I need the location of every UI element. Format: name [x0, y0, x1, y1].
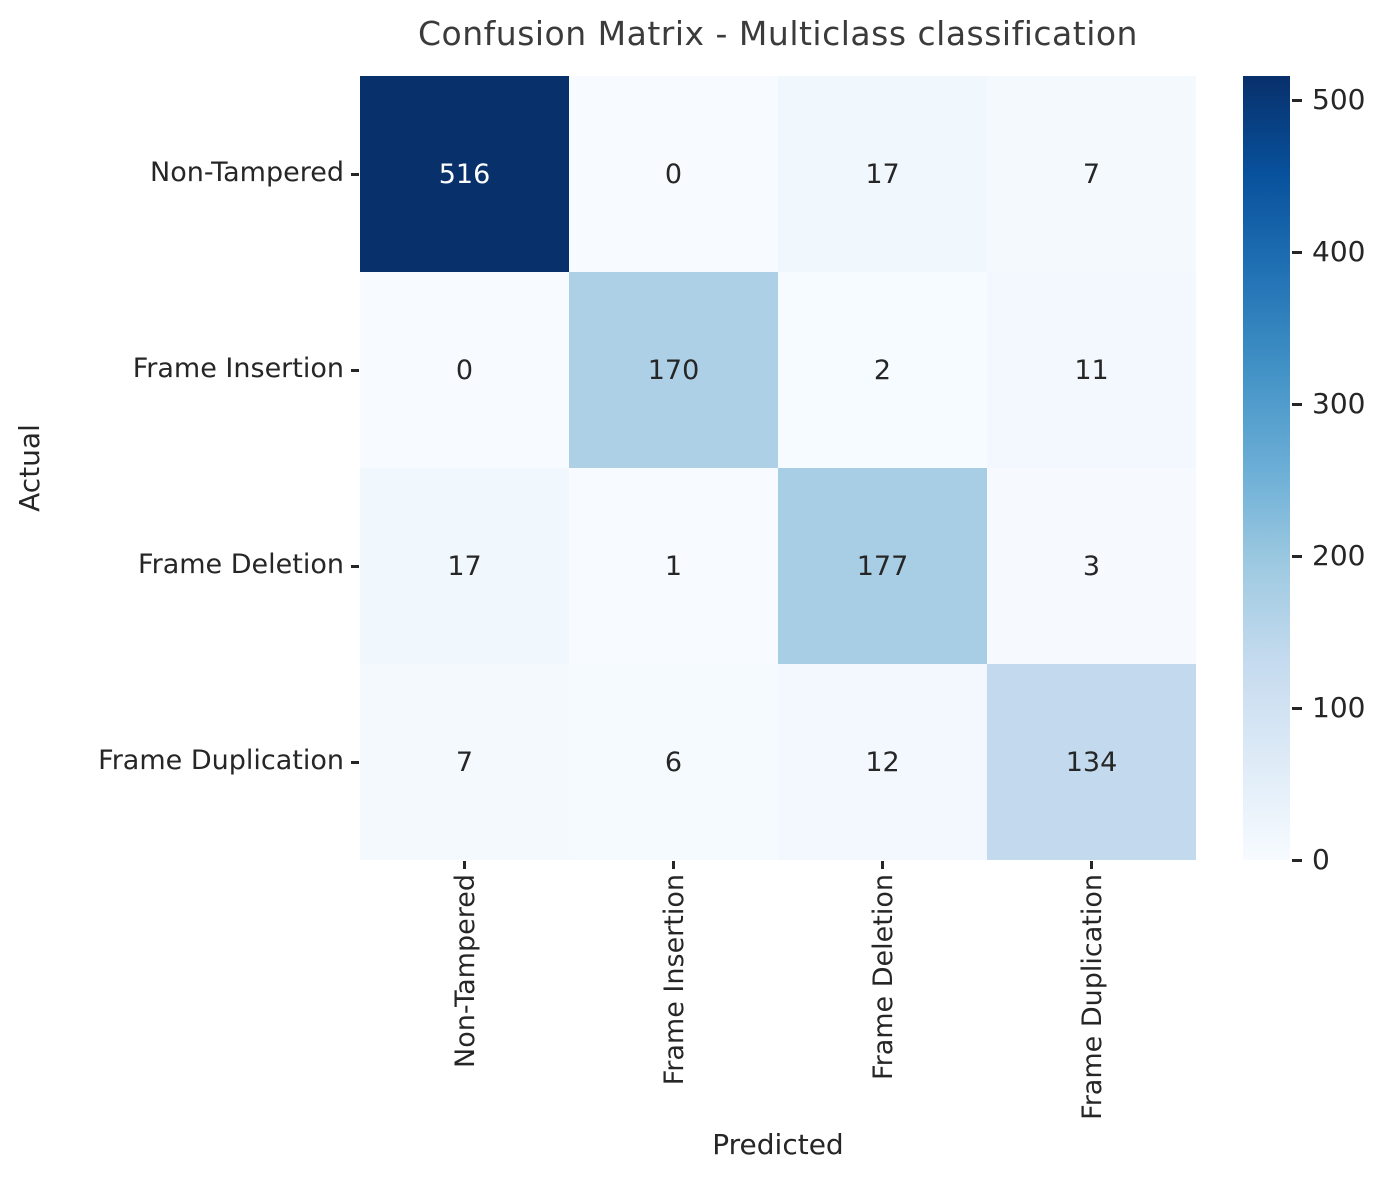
y-tick-mark	[351, 172, 359, 176]
colorbar-tick-label: 0	[1312, 843, 1330, 876]
heatmap-cell: 6	[569, 664, 778, 860]
colorbar-tick-label: 100	[1312, 691, 1366, 725]
heatmap-cell: 7	[987, 76, 1196, 272]
heatmap-cell: 3	[987, 468, 1196, 664]
heatmap-cell: 11	[987, 272, 1196, 468]
y-tick-label: Frame Duplication	[98, 745, 344, 776]
x-tick-mark	[881, 861, 884, 869]
colorbar-tick-mark	[1292, 250, 1302, 254]
x-tick-label: Frame Insertion	[658, 874, 690, 1086]
heatmap-cell: 17	[778, 76, 987, 272]
heatmap-cell: 0	[360, 272, 569, 468]
heatmap-cell: 7	[360, 664, 569, 860]
colorbar-tick-mark	[1292, 554, 1302, 558]
x-tick-mark	[1090, 861, 1093, 869]
colorbar-tick-label: 300	[1312, 387, 1366, 421]
y-tick-label: Frame Insertion	[132, 353, 344, 384]
colorbar-tick-mark	[1292, 402, 1302, 406]
heatmap-cell: 134	[987, 664, 1196, 860]
colorbar-tick-label: 500	[1312, 83, 1366, 117]
heatmap-cell: 170	[569, 272, 778, 468]
colorbar-tick-mark	[1292, 98, 1302, 102]
x-tick-label: Non-Tampered	[449, 874, 481, 1068]
colorbar-tick-label: 400	[1312, 235, 1366, 269]
y-axis-label: Actual	[13, 424, 46, 512]
heatmap-cell: 0	[569, 76, 778, 272]
heatmap-cell: 12	[778, 664, 987, 860]
heatmap-cell: 516	[360, 76, 569, 272]
heatmap-cell: 1	[569, 468, 778, 664]
colorbar-tick-label: 200	[1312, 539, 1366, 573]
y-tick-mark	[351, 564, 359, 568]
y-tick-mark	[351, 368, 359, 372]
heatmap-cell: 177	[778, 468, 987, 664]
x-tick-mark	[463, 861, 466, 869]
x-tick-label: Frame Duplication	[1076, 874, 1108, 1120]
y-tick-label: Frame Deletion	[138, 549, 344, 580]
colorbar-tick-mark	[1292, 858, 1302, 862]
colorbar-tick-mark	[1292, 706, 1302, 710]
heatmap-cell: 2	[778, 272, 987, 468]
heatmap-cell: 17	[360, 468, 569, 664]
colorbar	[1243, 76, 1290, 860]
y-tick-mark	[351, 760, 359, 764]
x-tick-label: Frame Deletion	[867, 874, 899, 1080]
x-tick-mark	[672, 861, 675, 869]
chart-title: Confusion Matrix - Multiclass classifica…	[418, 14, 1138, 53]
x-axis-label: Predicted	[712, 1128, 844, 1161]
y-tick-label: Non-Tampered	[150, 157, 344, 188]
